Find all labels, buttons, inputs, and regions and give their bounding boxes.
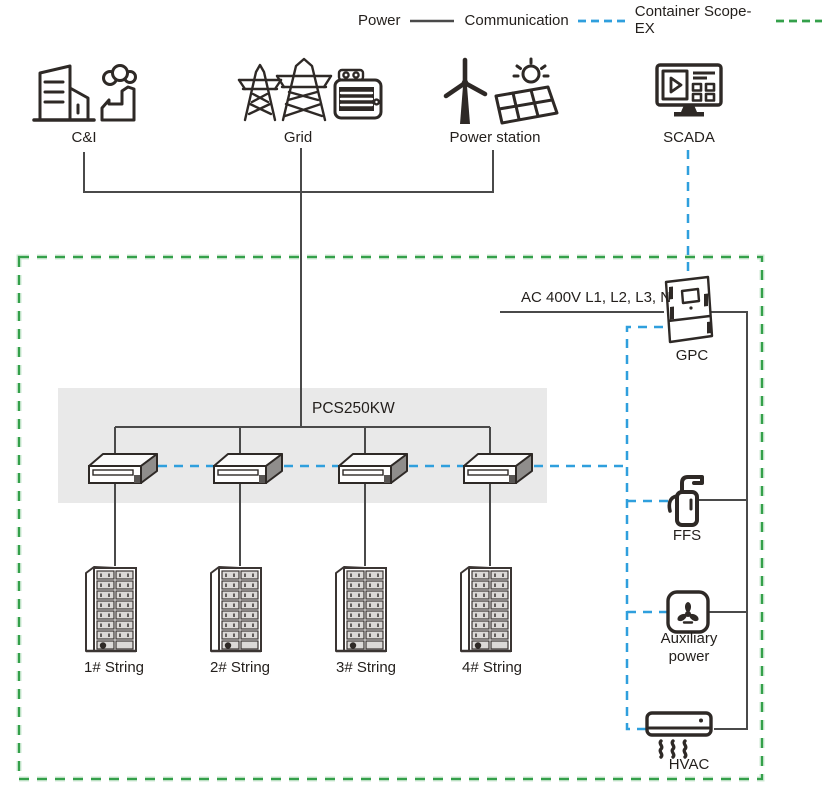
ffs-label: FFS: [672, 527, 702, 544]
power-line-swatch: [409, 19, 454, 23]
legend-item-power: Power: [358, 12, 456, 29]
legend-power-label: Power: [358, 11, 401, 29]
power-station-label: Power station: [449, 129, 541, 146]
ac-connection-label: AC 400V L1, L2, L3, N: [521, 289, 672, 306]
grid-label: Grid: [283, 129, 313, 146]
auxiliary-power-icon: [666, 590, 710, 634]
battery-string-4: [459, 565, 513, 653]
ci-label: C&I: [71, 129, 97, 146]
legend-communication-label: Communication: [464, 11, 569, 29]
power-lines: [83, 148, 748, 730]
legend-item-container-scope: Container Scope-EX: [635, 3, 822, 37]
scada-icon: [655, 63, 723, 117]
communication-line-swatch: [577, 19, 625, 23]
legend-container-scope-label: Container Scope-EX: [634, 3, 752, 37]
battery-string-2: [209, 565, 263, 653]
grid-icon: [237, 57, 383, 122]
ffs-icon: [667, 475, 704, 527]
ci-icon: [32, 64, 137, 122]
pcs-unit-3: [338, 453, 408, 484]
pcs-group-box: [58, 388, 547, 503]
communication-lines: [158, 150, 690, 731]
string-3-label: 3# String: [335, 659, 397, 676]
auxiliary-power-label: Auxiliary power: [660, 630, 718, 665]
hvac-icon: [645, 711, 713, 759]
string-2-label: 2# String: [209, 659, 271, 676]
string-4-label: 4# String: [461, 659, 523, 676]
battery-string-1: [84, 565, 138, 653]
legend: Power Communication Container Scope-EX: [358, 3, 822, 37]
gpc-icon: [664, 275, 714, 344]
battery-string-3: [334, 565, 388, 653]
power-station-icon: [443, 57, 559, 125]
hvac-label: HVAC: [668, 756, 710, 773]
container-scope-border: [16, 254, 765, 782]
gpc-label: GPC: [675, 347, 709, 364]
pcs-unit-4: [463, 453, 533, 484]
scada-label: SCADA: [663, 129, 715, 146]
pcs-group-label: PCS250KW: [312, 400, 395, 417]
string-1-label: 1# String: [83, 659, 145, 676]
legend-item-communication: Communication: [465, 12, 626, 29]
pcs-unit-2: [213, 453, 283, 484]
pcs-unit-1: [88, 453, 158, 484]
container-scope-line-swatch: [775, 19, 822, 23]
